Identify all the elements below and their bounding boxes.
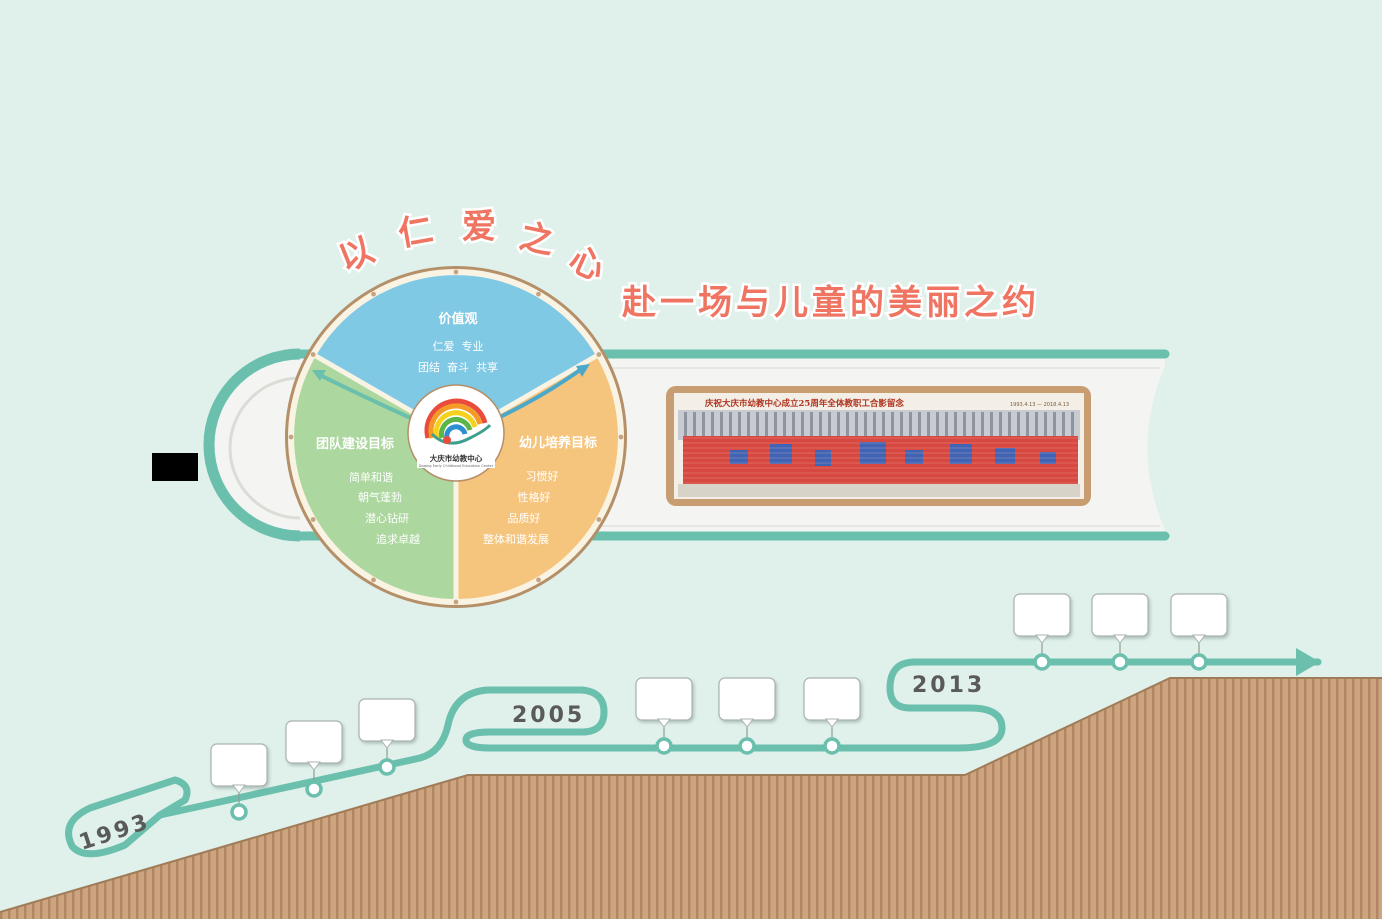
team-goal-3: 潜心钻研 — [365, 511, 409, 525]
child-goal-4: 整体和谐发展 — [483, 532, 549, 546]
milestone-bubble — [718, 677, 776, 721]
milestone-bubble — [1013, 593, 1071, 637]
team-goal-2: 朝气蓬勃 — [358, 490, 402, 504]
values-title: 价值观 — [438, 311, 477, 327]
year-2013: 2013 — [912, 673, 985, 698]
milestone-bubble — [285, 720, 343, 764]
team-goal-4: 追求卓越 — [376, 532, 420, 546]
milestone-dot — [378, 758, 396, 776]
photo-caption: 庆祝大庆市幼教中心成立25周年全体教职工合影留念 — [704, 398, 904, 409]
milestone-bubble — [358, 698, 416, 742]
milestone-bubble — [803, 677, 861, 721]
wood-hill — [0, 678, 1382, 919]
building-pillars — [684, 412, 1074, 438]
values-item-1: 仁爱 专业 — [433, 339, 484, 353]
milestone — [803, 677, 861, 755]
logo-name: 大庆市幼教中心 — [430, 453, 483, 463]
milestone-bubble — [210, 743, 268, 787]
crowd-block — [995, 448, 1015, 464]
child-goal-2: 性格好 — [518, 490, 551, 504]
milestone-dot — [738, 737, 756, 755]
milestone — [1013, 593, 1071, 671]
crowd-block — [905, 450, 923, 464]
crowd-block — [770, 444, 792, 464]
slogan-char-2: 仁 — [395, 209, 435, 254]
milestone-markers — [210, 593, 1228, 821]
group-photo: 庆祝大庆市幼教中心成立25周年全体教职工合影留念 1993.4.13 — 201… — [666, 386, 1091, 506]
milestone — [210, 743, 268, 821]
values-wheel: 价值观 仁爱 专业 团结 奋斗 共享 团队建设目标 简单和谐 朝气蓬勃 潜心钻研… — [285, 266, 627, 608]
slogan-line-2: 赴一场与儿童的美丽之约 — [621, 283, 1040, 323]
milestone — [1091, 593, 1149, 671]
timeline: 1993 2005 2013 — [65, 593, 1322, 858]
milestone — [285, 720, 343, 798]
milestone-bubble — [1170, 593, 1228, 637]
child-goal-1: 习惯好 — [526, 469, 559, 483]
milestone-dot — [655, 737, 673, 755]
redaction-block — [152, 453, 198, 481]
milestone-dot — [230, 803, 248, 821]
milestone-dot — [1033, 653, 1051, 671]
child-goals-title: 幼儿培养目标 — [519, 435, 597, 451]
crowd-pattern — [683, 437, 1078, 484]
milestone — [1170, 593, 1228, 671]
kindergarten-logo: 大庆市幼教中心 Daqing Early Childhood Education… — [407, 384, 505, 482]
milestone-dot — [1190, 653, 1208, 671]
logo-subtitle: Daqing Early Childhood Education Center — [419, 464, 494, 468]
milestone-bubble — [635, 677, 693, 721]
milestone — [635, 677, 693, 755]
team-goal-1: 简单和谐 — [349, 470, 393, 484]
milestone-bubble — [1091, 593, 1149, 637]
milestone-dot — [1111, 653, 1129, 671]
segment-values — [315, 275, 597, 437]
values-item-2: 团结 奋斗 共享 — [418, 360, 498, 374]
photo-date: 1993.4.13 — 2018.4.13 — [1010, 402, 1069, 408]
crowd-block — [950, 444, 972, 464]
milestone — [718, 677, 776, 755]
team-goals-title: 团队建设目标 — [316, 436, 394, 452]
milestone — [358, 698, 416, 776]
year-2005: 2005 — [512, 703, 585, 728]
child-goal-3: 品质好 — [508, 511, 541, 525]
milestone-dot — [823, 737, 841, 755]
milestone-dot — [305, 780, 323, 798]
crowd-block — [730, 450, 748, 464]
slogan-char-3: 爱 — [462, 207, 496, 247]
